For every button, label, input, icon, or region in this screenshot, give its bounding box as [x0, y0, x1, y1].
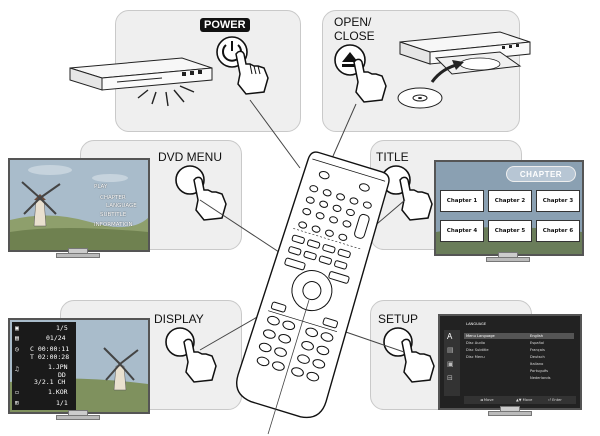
setup-footer-enter: ⏎ Enter [548, 398, 562, 402]
monitor-base [56, 415, 100, 420]
display-row-audio-lang: 1.JPN [48, 363, 68, 371]
dvd-menu-item-chapter: CHAPTER [100, 195, 126, 201]
display-info-panel [12, 322, 76, 410]
open-close-label-line1: OPEN/ [334, 15, 372, 29]
power-label: POWER [200, 18, 250, 32]
remote-control [236, 151, 390, 435]
display-icon-chapter: ▤ [15, 334, 19, 342]
title-monitor: CHAPTER Chapter 1 Chapter 2 Chapter 3 Ch… [434, 160, 584, 262]
setup-header: LANGUAGE [466, 322, 487, 326]
display-icon-subtitle: ▭ [15, 388, 19, 396]
dvd-menu-item-language: LANGUAGE [106, 203, 137, 209]
setup-audio-icon: ▣ [447, 361, 454, 368]
chapter-1-button: Chapter 1 [440, 190, 484, 212]
display-row-title-time: T 02:00:28 [30, 353, 70, 361]
display-row-audio-format: DD [58, 371, 66, 379]
chapter-3-button: Chapter 3 [536, 190, 580, 212]
open-close-label-line2: CLOSE [334, 29, 375, 43]
setup-label: SETUP [378, 312, 419, 326]
setup-selected-row [464, 333, 574, 339]
setup-left-item-3: Disc Subtitle [466, 348, 489, 352]
dvd-menu-screen: PLAY CHAPTER LANGUAGE SUBTITLE INFORMATI… [8, 158, 150, 252]
setup-display-icon: ▤ [447, 347, 454, 354]
setup-monitor: LANGUAGE A ▤ ▣ ⊟ Menu Language Disc Audi… [438, 314, 582, 428]
setup-right-item-6: Português [530, 369, 549, 373]
chapter-header: CHAPTER [506, 166, 576, 182]
display-icon-angle: ⊞ [15, 399, 19, 407]
setup-footer [464, 396, 576, 404]
dvd-player-power-illustration [69, 57, 213, 107]
setup-button-icon [383, 327, 435, 383]
display-icon-audio: ♫ [15, 365, 19, 373]
title-label: TITLE [376, 150, 409, 164]
setup-left-item-4: Disc Menu [466, 355, 485, 359]
display-row-chapter: 01/24 [46, 334, 66, 342]
display-row-title: 1/5 [56, 324, 68, 332]
dvd-menu-button-icon [175, 165, 227, 221]
title-button-icon [381, 165, 433, 221]
dvd-menu-item-information: INFORMATION [94, 222, 133, 228]
chapter-5-button: Chapter 5 [488, 220, 532, 242]
setup-footer-move-left: ◄ Move [480, 398, 494, 402]
setup-right-item-1: English [530, 334, 543, 338]
display-row-angle: 1/1 [56, 399, 68, 407]
dvd-menu-item-subtitle: SUBTITLE [100, 212, 127, 218]
chapter-2-button: Chapter 2 [488, 190, 532, 212]
dvd-menu-monitor: PLAY CHAPTER LANGUAGE SUBTITLE INFORMATI… [8, 158, 150, 258]
power-button-icon [216, 36, 269, 95]
setup-right-item-4: Deutsch [530, 355, 545, 359]
open-close-button-icon [334, 44, 387, 103]
setup-footer-move-updown: ▲▼ Move [516, 398, 533, 402]
title-screen: CHAPTER Chapter 1 Chapter 2 Chapter 3 Ch… [434, 160, 584, 256]
windmill-landscape-image [10, 160, 148, 250]
display-row-subtitle: 1.KOR [48, 388, 68, 396]
setup-right-item-5: Italiano [530, 362, 544, 366]
setup-language-icon: A [447, 332, 453, 341]
setup-sidebar: A ▤ ▣ ⊟ [444, 330, 460, 396]
display-row-audio-channels: 3/2.1 CH [34, 378, 66, 386]
display-icon-title: ▣ [15, 324, 19, 332]
setup-screen: LANGUAGE A ▤ ▣ ⊟ Menu Language Disc Audi… [438, 314, 582, 410]
dvd-player-tray-illustration [397, 31, 531, 109]
dvd-menu-item-play: PLAY [94, 184, 108, 190]
display-row-chapter-time: C 00:00:11 [30, 345, 70, 353]
display-label: DISPLAY [154, 312, 204, 326]
display-button-icon [165, 327, 217, 383]
display-screen: ▣ 1/5 ▤ 01/24 ◷ C 00:00:11 T 02:00:28 ♫ … [8, 318, 150, 414]
setup-left-item-1: Menu Language [466, 334, 495, 338]
setup-lock-icon: ⊟ [447, 375, 453, 382]
monitor-base [488, 411, 532, 416]
chapter-6-button: Chapter 6 [536, 220, 580, 242]
dvd-menu-label: DVD MENU [158, 150, 223, 164]
setup-right-item-2: Español [530, 341, 545, 345]
display-monitor: ▣ 1/5 ▤ 01/24 ◷ C 00:00:11 T 02:00:28 ♫ … [8, 318, 150, 430]
setup-right-item-7: Nederlands [530, 376, 551, 380]
monitor-base [486, 257, 530, 262]
chapter-4-button: Chapter 4 [440, 220, 484, 242]
chapter-header-text: CHAPTER [519, 169, 563, 179]
display-icon-time: ◷ [15, 345, 19, 353]
setup-left-item-2: Disc Audio [466, 341, 485, 345]
setup-right-item-3: Français [530, 348, 545, 352]
monitor-base [56, 253, 100, 258]
